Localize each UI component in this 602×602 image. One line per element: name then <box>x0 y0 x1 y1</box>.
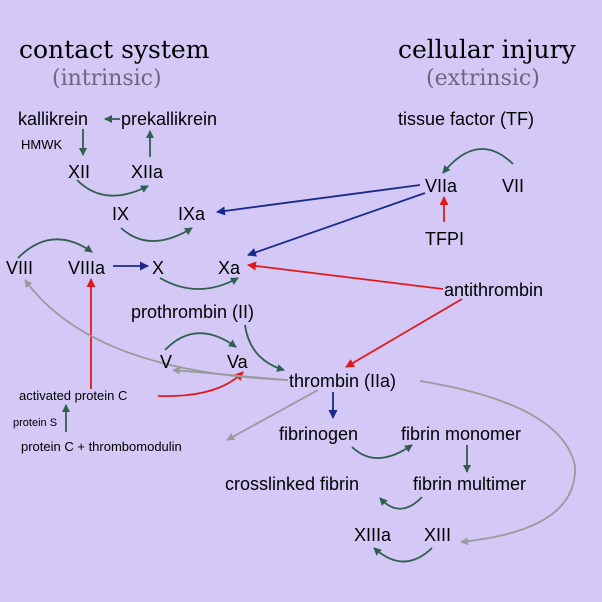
node-xii: XII <box>68 162 90 182</box>
arrow-ix-to-ixa <box>120 227 193 242</box>
node-viii: VIII <box>6 258 33 278</box>
header-extrinsic: (extrinsic) <box>426 66 540 91</box>
arrow-fibrinogen-to-fibrin-monomer <box>351 444 413 459</box>
arrow-thrombin-to-viii <box>24 279 289 381</box>
arrow-fibrin-multimer-to-crosslinked <box>379 496 423 510</box>
node-tissue-factor: tissue factor (TF) <box>398 109 534 129</box>
arrow-thrombin-to-protein-c <box>226 389 319 441</box>
node-viiia: VIIIa <box>68 258 106 278</box>
node-xiii: XIII <box>424 525 451 545</box>
node-ixa: IXa <box>178 204 206 224</box>
node-protein-s: protein S <box>13 417 57 429</box>
node-v: V <box>160 352 172 372</box>
node-va: Va <box>227 352 249 372</box>
node-antithrombin: antithrombin <box>444 280 543 300</box>
node-viia: VIIa <box>425 176 458 196</box>
header-contact-system: contact system <box>19 35 210 64</box>
node-hmwk: HMWK <box>21 137 62 152</box>
node-protein-c-thrombomodulin: protein C + thrombomodulin <box>21 439 182 454</box>
arrow-viia-to-xa <box>247 192 426 257</box>
node-fibrinogen: fibrinogen <box>279 424 358 444</box>
node-crosslinked-fibrin: crosslinked fibrin <box>225 474 359 494</box>
node-ix: IX <box>112 204 129 224</box>
arrow-viia-to-ixa <box>216 184 421 216</box>
node-thrombin: thrombin (IIa) <box>289 371 396 391</box>
arrow-xiii-to-xiiia <box>373 547 433 563</box>
header-cellular-injury: cellular injury <box>398 35 577 64</box>
node-xiia: XIIa <box>131 162 164 182</box>
arrow-viii-to-viiia <box>17 238 93 259</box>
node-activated-protein-c: activated protein C <box>19 388 127 403</box>
arrow-xii-to-xiia <box>76 179 149 197</box>
arrow-x-to-xa <box>159 277 239 290</box>
arrow-antithrombin-to-xa <box>247 261 444 290</box>
arrow-prothrombin-to-thrombin <box>244 324 285 372</box>
arrow-thrombin-to-xiii <box>419 380 576 546</box>
node-tfpi: TFPI <box>425 229 464 249</box>
node-xiiia: XIIIa <box>354 525 392 545</box>
node-fibrin-multimer: fibrin multimer <box>413 474 526 494</box>
node-x: X <box>152 258 164 278</box>
node-prekallikrein: prekallikrein <box>121 109 217 129</box>
arrow-antithrombin-to-thrombin <box>345 298 463 368</box>
node-fibrin-monomer: fibrin monomer <box>401 424 521 444</box>
node-xa: Xa <box>218 258 241 278</box>
node-kallikrein: kallikrein <box>18 109 88 129</box>
header-intrinsic: (intrinsic) <box>52 66 162 91</box>
node-vii: VII <box>502 176 524 196</box>
arrows <box>17 115 576 563</box>
node-prothrombin: prothrombin (II) <box>131 302 254 322</box>
arrow-v-to-va <box>164 332 237 351</box>
arrow-thrombin-to-v <box>172 366 287 381</box>
arrow-vii-to-viia <box>442 148 514 174</box>
